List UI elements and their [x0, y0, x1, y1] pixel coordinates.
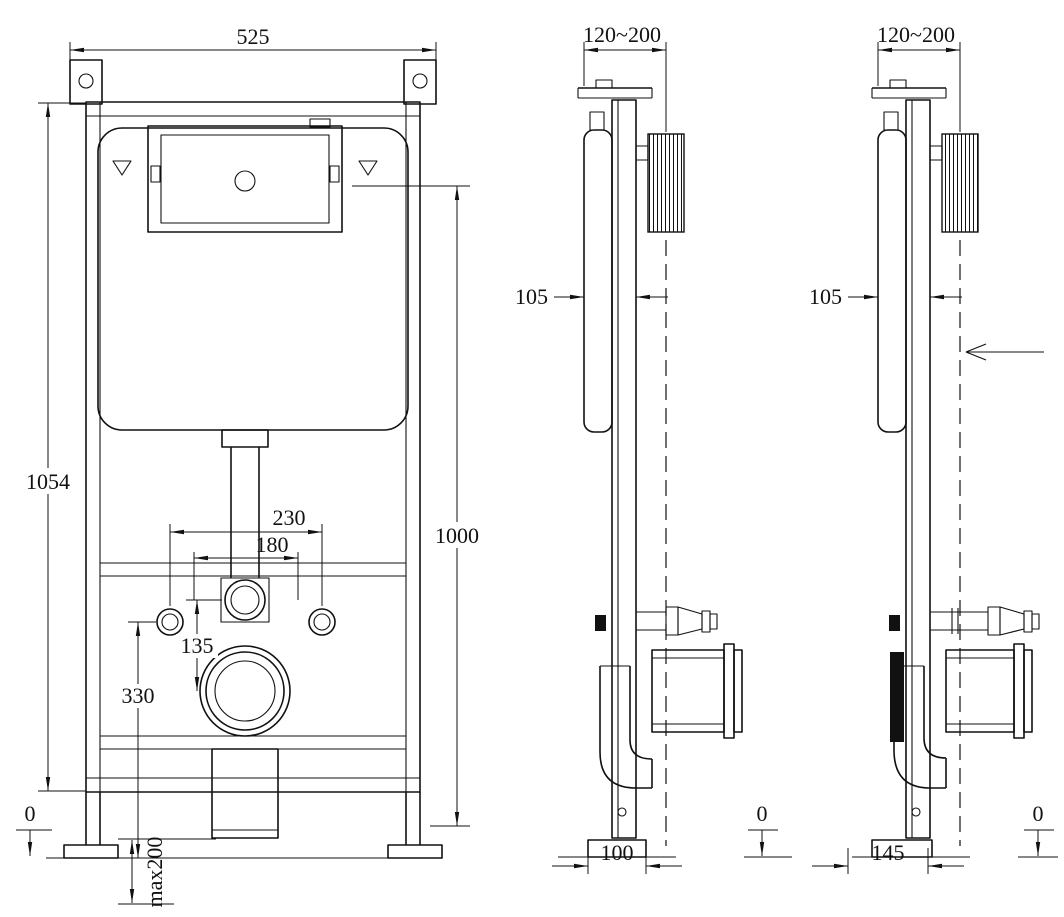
mounting-hole-right: [412, 73, 428, 89]
dim-label-230: 230: [273, 505, 306, 530]
flush-plate-frame: [147, 125, 343, 233]
pipe-clamp: [595, 615, 606, 631]
dim-label-max-depth: max200: [142, 837, 167, 908]
side-port-right: [308, 608, 336, 636]
pipe-clamp: [889, 615, 900, 631]
dim-label-zero-left: 0: [757, 801, 768, 826]
flush-plate-button: [234, 170, 256, 192]
waste-outlet: [199, 645, 291, 737]
waste-connector: [651, 649, 725, 733]
level-mark-left-icon: [112, 160, 132, 176]
mounting-tab-left: [69, 59, 103, 105]
dim-label-zero-right: 0: [1033, 801, 1044, 826]
dim-label-135: 135: [181, 633, 214, 658]
waste-connector: [945, 649, 1015, 733]
waste-elbow: [893, 666, 946, 789]
dim-label-foot-left: 100: [601, 840, 634, 865]
level-mark-right-icon: [358, 160, 378, 176]
frame-rail: [905, 99, 931, 839]
dim-label-zero-front: 0: [25, 801, 36, 826]
elbow-section: [890, 652, 904, 742]
dim-label-range-right: 120~200: [877, 22, 955, 47]
outlet-spigot: [211, 748, 279, 839]
foot-right: [387, 844, 443, 859]
front-view: 525 1054 1000 230 180 135 330: [16, 24, 484, 907]
dim-label-depth-right: 105: [809, 284, 842, 309]
side-view-left: 120~200 105 100 0: [515, 22, 792, 874]
inlet-cone: [999, 606, 1025, 636]
mounting-hole-left: [78, 73, 94, 89]
side-view-right: 120~200 105 145 0: [809, 22, 1058, 874]
cistern-profile: [877, 129, 907, 433]
cistern: [97, 127, 409, 431]
inlet-cone: [677, 606, 703, 636]
wall-bracket-section: [941, 133, 979, 233]
upper-port: [224, 579, 266, 621]
flush-plate-panel: [160, 134, 330, 224]
mounting-tab-right: [403, 59, 437, 105]
waste-elbow: [599, 666, 652, 789]
cistern-profile: [583, 129, 613, 433]
dim-label-range-left: 120~200: [583, 22, 661, 47]
dim-label-depth-left: 105: [515, 284, 548, 309]
dim-label-total-height: 1054: [26, 469, 70, 494]
dim-label-width: 525: [237, 24, 270, 49]
frame-outline: [85, 101, 421, 793]
dim-label-foot-right: 145: [872, 840, 905, 865]
upper-port-housing: [220, 577, 270, 623]
side-port-left: [156, 608, 184, 636]
wall-bracket-section: [647, 133, 685, 233]
flush-pipe-collar: [221, 429, 269, 448]
dim-label-330: 330: [122, 683, 155, 708]
foot-left: [63, 844, 119, 859]
dim-label-180: 180: [256, 532, 289, 557]
dim-label-1000: 1000: [435, 523, 479, 548]
frame-rail: [611, 99, 637, 839]
